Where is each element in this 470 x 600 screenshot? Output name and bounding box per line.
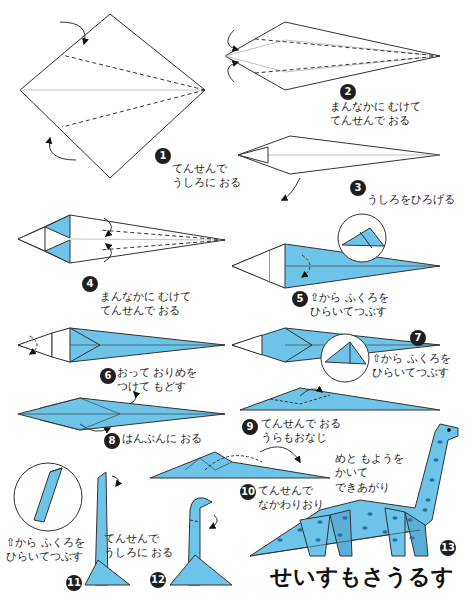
instruction-text: まんなかに むけて てんせんで おる [330, 100, 430, 129]
instruction-text: まんなかに むけて てんせんで おる [100, 290, 200, 319]
pattern-dot [392, 516, 397, 520]
step-number: 13 [440, 540, 456, 556]
step-number: 7 [410, 330, 426, 346]
pattern-dot [429, 478, 434, 482]
instruction-text: ⇧から ふくろを ひらいてつぶす [6, 536, 90, 565]
step-number: 9 [242, 419, 258, 435]
pattern-dot [392, 538, 397, 542]
step8-paper [18, 392, 225, 431]
instruction-text: ⇧から ふくろを ひらいてつぶす [310, 291, 402, 320]
instruction-text: てんせんで なかわりおり [258, 484, 338, 513]
pattern-dot [337, 533, 342, 537]
pattern-dot [297, 528, 302, 532]
step9-paper [240, 388, 440, 410]
step-number: 5 [292, 291, 308, 307]
title: せいすもさうるす [270, 562, 454, 592]
step11-paper [14, 463, 130, 585]
step12-paper [170, 498, 232, 585]
pattern-dot [367, 512, 372, 516]
pattern-dot [317, 520, 322, 524]
pattern-dot [277, 538, 282, 542]
pattern-dot [342, 516, 347, 520]
step-number: 2 [340, 84, 356, 100]
pattern-dot [425, 498, 430, 502]
step1-paper [20, 14, 205, 178]
pattern-dot [409, 536, 414, 540]
instruction-text: うしろをひろげる [367, 193, 467, 207]
step-number: 12 [150, 572, 166, 588]
pattern-dot [437, 440, 442, 444]
step-number: 4 [82, 276, 98, 292]
step-number: 10 [240, 484, 256, 500]
pattern-dot [382, 530, 387, 534]
instruction-text: おって おりめを つけて もどす [117, 366, 212, 395]
step-number: 1 [155, 148, 171, 164]
step3-paper [238, 136, 440, 200]
step10-paper [150, 447, 330, 478]
pattern-dot [315, 538, 320, 542]
instruction-text: はんぶんに おる [122, 432, 222, 446]
step-number: 3 [350, 180, 366, 196]
step2-paper [225, 22, 440, 90]
instruction-text: てんせんで うしろに おる [104, 532, 178, 561]
instruction-text: ⇧から ふくろを ひらいてつぶす [372, 352, 464, 381]
instruction-text: てんせんで おる うらもおなじ [261, 417, 356, 446]
instruction-text: てんせんで うしろに おる [172, 162, 246, 191]
step-number: 6 [100, 368, 116, 384]
pattern-dot [422, 508, 427, 512]
step-number: 8 [104, 433, 120, 449]
step5-paper [232, 214, 440, 288]
step-number: 11 [66, 575, 82, 591]
instruction-text: めと もようを かいて できあがり [335, 452, 409, 495]
step4-paper [18, 215, 225, 263]
pattern-dot [407, 518, 412, 522]
pattern-dot [362, 526, 367, 530]
pattern-dot [433, 458, 438, 462]
step6-paper [18, 328, 225, 362]
